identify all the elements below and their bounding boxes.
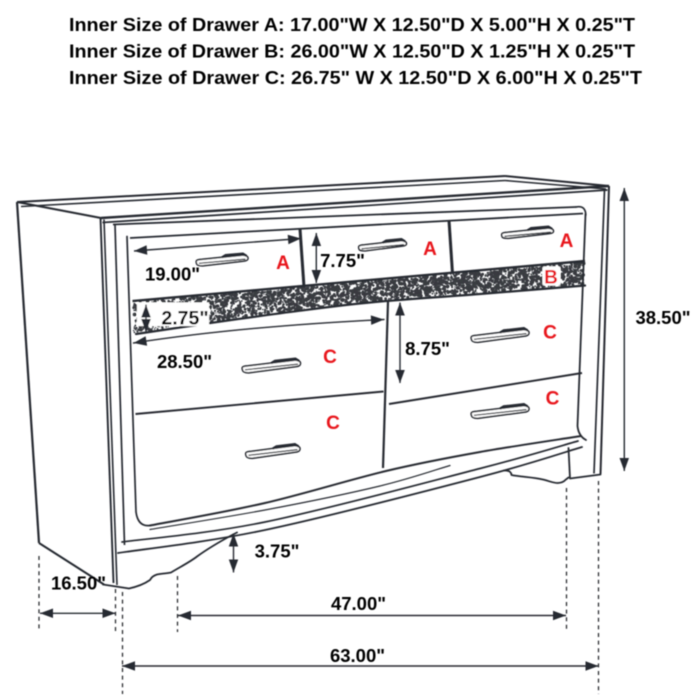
svg-text:C: C — [543, 323, 557, 344]
svg-text:A: A — [423, 239, 437, 260]
svg-text:Inner Size of Drawer C: 26.75": Inner Size of Drawer C: 26.75" W X 12.50… — [69, 68, 642, 88]
svg-text:19.00": 19.00" — [145, 264, 200, 285]
svg-text:C: C — [323, 347, 337, 368]
svg-text:C: C — [326, 413, 340, 434]
svg-text:Inner Size of Drawer A: 17.00": Inner Size of Drawer A: 17.00"W X 12.50"… — [69, 15, 635, 35]
svg-text:C: C — [546, 389, 560, 410]
svg-text:63.00": 63.00" — [330, 645, 385, 666]
svg-text:A: A — [276, 253, 290, 274]
svg-text:47.00": 47.00" — [331, 593, 386, 614]
svg-text:3.75": 3.75" — [255, 541, 300, 562]
svg-text:Inner Size of Drawer B: 26.00": Inner Size of Drawer B: 26.00"W X 12.50"… — [69, 42, 635, 62]
svg-text:38.50": 38.50" — [635, 307, 690, 328]
svg-text:16.50": 16.50" — [51, 573, 106, 594]
svg-text:8.75": 8.75" — [405, 338, 450, 359]
svg-text:B: B — [544, 268, 558, 289]
svg-text:A: A — [560, 231, 574, 252]
svg-text:2.75": 2.75" — [161, 308, 208, 330]
svg-text:7.75": 7.75" — [320, 250, 365, 271]
svg-text:28.50": 28.50" — [157, 351, 212, 372]
